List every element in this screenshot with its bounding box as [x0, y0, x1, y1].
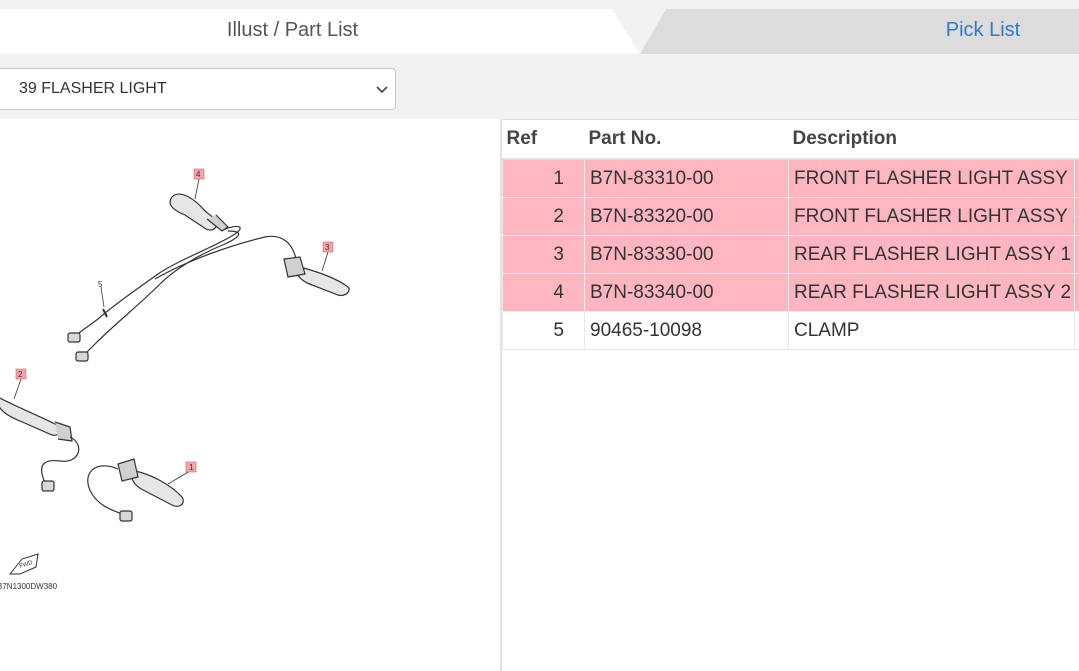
cell-description: REAR FLASHER LIGHT ASSY 1 [788, 235, 1075, 274]
callout-3[interactable]: 3 [322, 241, 334, 253]
table-row[interactable]: 5 90465-10098 CLAMP [502, 311, 1079, 350]
svg-text:3: 3 [325, 243, 330, 252]
callout-5[interactable]: 5 [98, 280, 103, 289]
cell-qty [1074, 311, 1079, 350]
parts-table: Ref Part No. Description Q 1 B7N-83310-0… [502, 119, 1079, 350]
svg-text:1: 1 [189, 463, 194, 472]
illustration-code: B7N1300DW380 [0, 582, 58, 591]
part-2-flasher[interactable] [0, 397, 60, 436]
group-select[interactable]: 39 FLASHER LIGHT [0, 68, 396, 110]
tab-illust-part-list[interactable]: Illust / Part List [226, 19, 359, 41]
cell-ref: 5 [502, 311, 585, 350]
part-4-flasher[interactable] [169, 193, 218, 231]
table-header-row: Ref Part No. Description Q [502, 119, 1079, 160]
callout-2[interactable]: 2 [15, 368, 27, 380]
table-row[interactable]: 3 B7N-83330-00 REAR FLASHER LIGHT ASSY 1 [502, 235, 1079, 274]
svg-text:FWD: FWD [19, 560, 34, 570]
fwd-arrow-icon: FWD [8, 553, 39, 575]
part-5-clamp[interactable] [102, 308, 108, 318]
cell-qty [1074, 159, 1079, 198]
exploded-diagram: 4 3 5 2 1 FWD B7N1300DW380 [0, 168, 350, 591]
table-row[interactable]: 2 B7N-83320-00 FRONT FLASHER LIGHT ASSY … [502, 197, 1079, 236]
cell-part-no: 90465-10098 [584, 311, 789, 350]
illustration-panel: 4 3 5 2 1 FWD B7N1300DW380 [0, 119, 502, 671]
parts-table-panel: Ref Part No. Description Q 1 B7N-83310-0… [502, 119, 1079, 671]
group-select-value: 39 FLASHER LIGHT [19, 80, 167, 97]
cell-part-no: B7N-83340-00 [584, 273, 789, 312]
cell-qty [1074, 197, 1079, 236]
column-header-qty[interactable]: Q [1074, 119, 1079, 160]
callout-1[interactable]: 1 [185, 461, 197, 473]
tab-illust-part-list-bg [0, 9, 640, 54]
cell-ref: 4 [502, 273, 585, 312]
cell-ref: 2 [502, 197, 585, 236]
table-row[interactable]: 4 B7N-83340-00 REAR FLASHER LIGHT ASSY 2 [502, 273, 1079, 312]
column-header-part-no[interactable]: Part No. [584, 119, 789, 160]
tab-bar: Illust / Part List Pick List [0, 0, 1079, 60]
cell-qty [1074, 235, 1079, 274]
callout-4[interactable]: 4 [193, 168, 205, 180]
cell-part-no: B7N-83310-00 [584, 159, 789, 198]
tab-pick-list-bg[interactable] [640, 9, 1079, 54]
svg-text:5: 5 [98, 280, 103, 289]
cell-description: FRONT FLASHER LIGHT ASSY 1 [788, 159, 1075, 198]
table-row[interactable]: 1 B7N-83310-00 FRONT FLASHER LIGHT ASSY … [502, 159, 1079, 198]
cell-part-no: B7N-83320-00 [584, 197, 789, 236]
part-3-flasher[interactable] [296, 266, 350, 296]
cell-ref: 3 [502, 235, 585, 274]
cell-part-no: B7N-83330-00 [584, 235, 789, 274]
cell-qty [1074, 273, 1079, 312]
part-1-flasher[interactable] [131, 470, 184, 507]
svg-text:4: 4 [196, 170, 201, 179]
column-header-ref[interactable]: Ref [502, 119, 585, 160]
cell-description: CLAMP [788, 311, 1075, 350]
svg-text:2: 2 [18, 370, 23, 379]
cell-description: REAR FLASHER LIGHT ASSY 2 [788, 273, 1075, 312]
cell-ref: 1 [502, 159, 585, 198]
tab-pick-list[interactable]: Pick List [945, 19, 1021, 41]
chevron-down-icon [376, 86, 388, 94]
cell-description: FRONT FLASHER LIGHT ASSY 2 [788, 197, 1075, 236]
column-header-description[interactable]: Description [788, 119, 1075, 160]
